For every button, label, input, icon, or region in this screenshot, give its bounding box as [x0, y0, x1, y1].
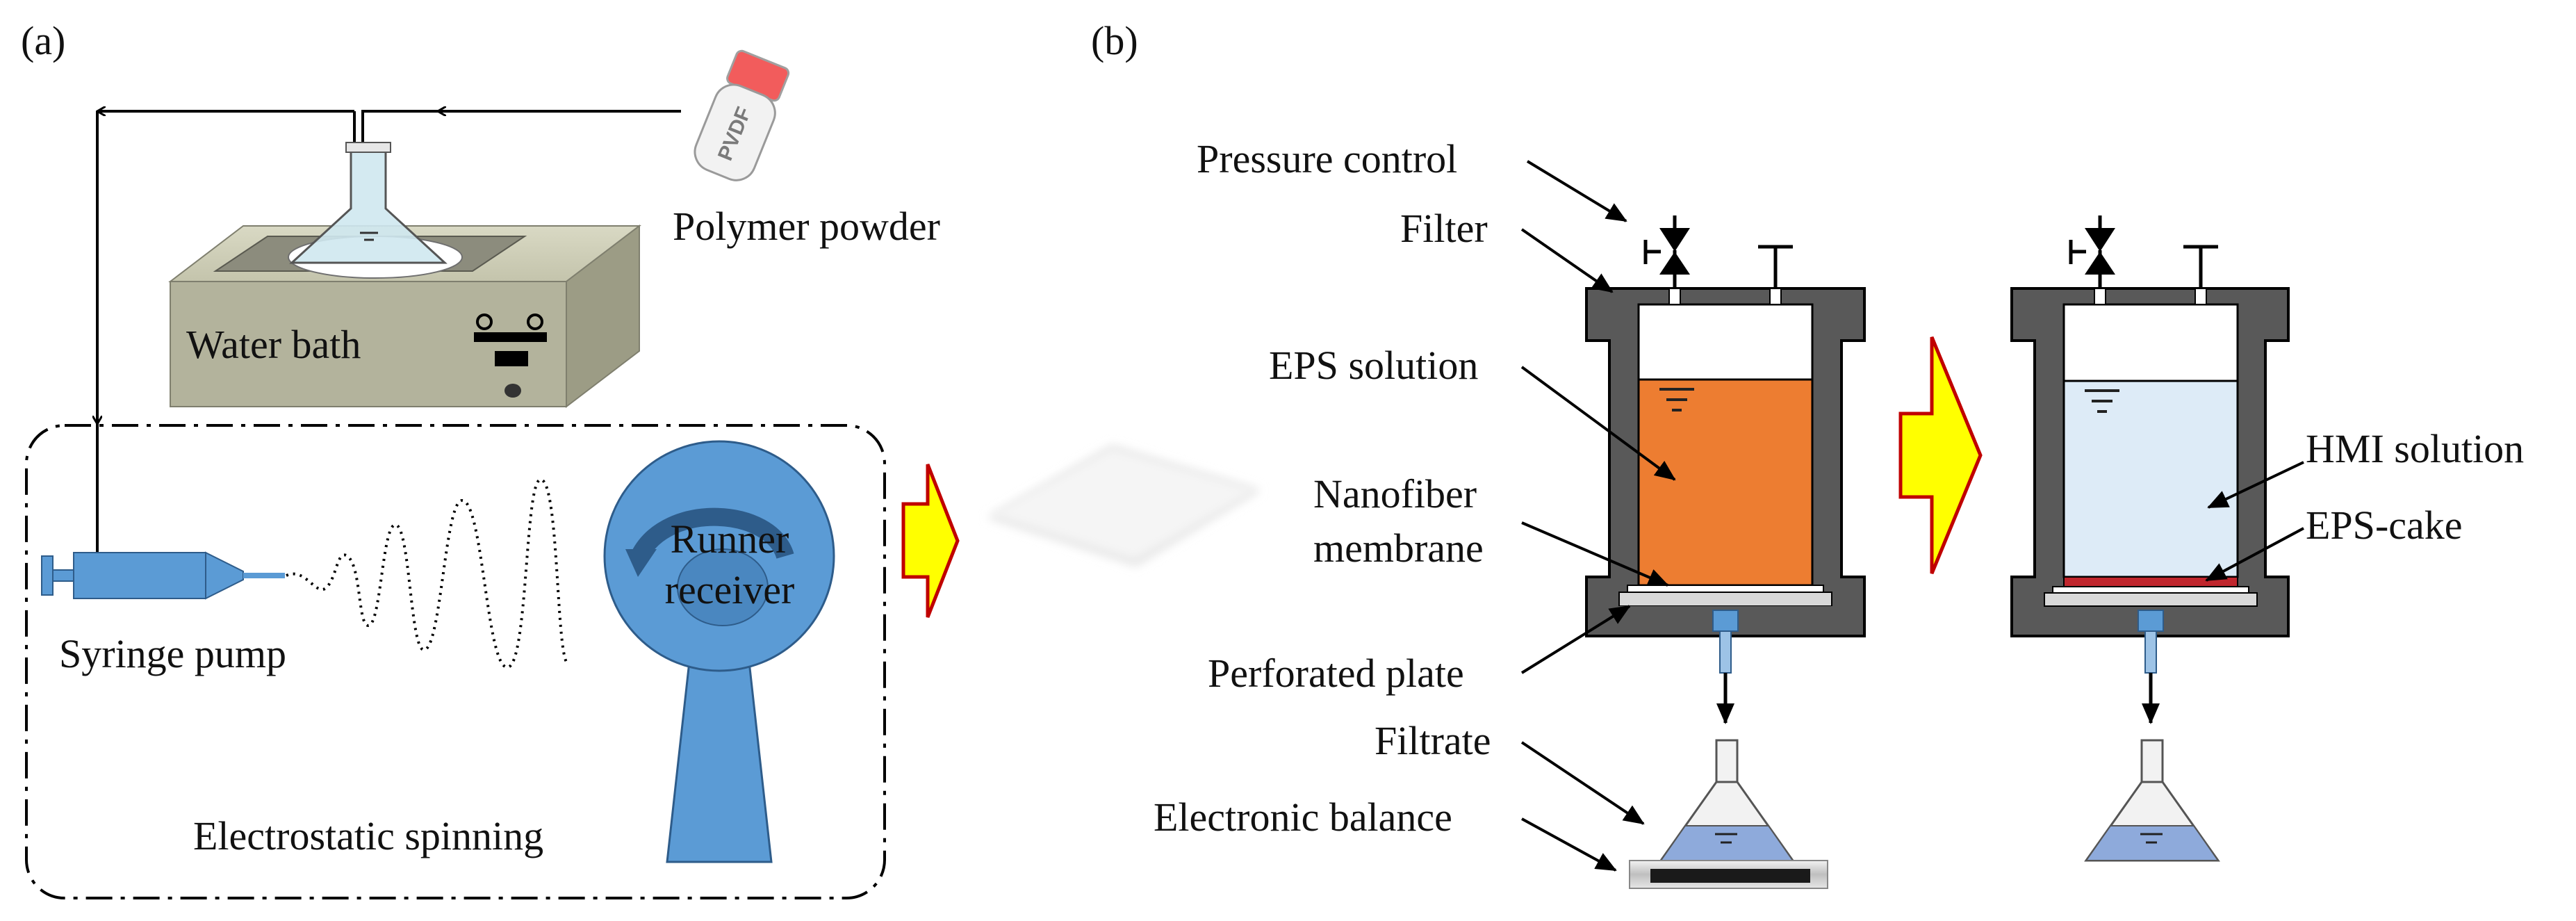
filter-label: Filter [1400, 206, 1488, 251]
filtrate-flask-1 [1659, 739, 1795, 862]
feed-lines [97, 111, 681, 553]
receiver-hub [677, 548, 769, 626]
water-bath-label: Water bath [186, 322, 361, 367]
perforated-plate-pointer [1520, 605, 1631, 674]
vessel2-outlet [2138, 610, 2164, 632]
balance-display [1650, 869, 1810, 883]
vessel1-inner-top [1637, 303, 1814, 381]
membrane-sheet-top [990, 448, 1256, 560]
bath-knob-right [527, 313, 543, 330]
vessel2-perforated-plate [2044, 592, 2258, 607]
water-bath-front [170, 281, 567, 407]
flask2-neck [2140, 739, 2164, 783]
vessel1-eps-solution [1637, 378, 1814, 587]
vessel1-valve-bottom [1659, 252, 1690, 275]
perforated-plate-label: Perforated plate [1208, 651, 1464, 696]
syringe-needle [243, 573, 285, 578]
vessel2-hmi-solution [2062, 380, 2239, 578]
bath-control-bar [474, 332, 547, 342]
vessel2-valve-bottom [2085, 252, 2115, 275]
vessel2-inner-top [2062, 303, 2239, 382]
pressure-control-label: Pressure control [1197, 136, 1457, 181]
vessel2-valve-top [2085, 228, 2115, 252]
vessel1-outlet [1712, 610, 1739, 632]
pvdf-vial: PVDF [694, 49, 790, 181]
jet-path [286, 478, 570, 669]
syringe-pump-label: Syringe pump [59, 631, 286, 676]
flask-body [289, 148, 448, 264]
eps-solution-pointer [1520, 366, 1676, 481]
vessel1-bottom-lip [1609, 606, 1841, 610]
bath-drain [504, 384, 521, 398]
eps-solution-label: EPS solution [1269, 343, 1478, 388]
panel-a-tag: (a) [21, 18, 65, 63]
syringe-plunger-rod [52, 569, 74, 582]
electronic-balance [1629, 860, 1828, 889]
vessel1-valve-top [1659, 228, 1690, 252]
filtrate-flask-2 [2084, 739, 2220, 862]
vessel2-outlet-tube [2144, 630, 2157, 674]
rotation-arrow [631, 507, 794, 561]
eps-cake-pointer [2205, 527, 2304, 582]
water-bath-side [566, 224, 640, 409]
syringe-tip [205, 551, 244, 600]
vial-body [694, 83, 776, 181]
filtration-vessel-hmi [2010, 215, 2290, 674]
block-arrow-1 [901, 464, 960, 618]
polymer-powder-label: Polymer powder [673, 204, 940, 249]
bath-display [495, 351, 528, 366]
vessel2-valve-port [2094, 288, 2106, 305]
syringe-plunger-end [41, 555, 54, 596]
bath-knob-left [476, 313, 493, 330]
vessel1-gauge-port [1769, 288, 1782, 305]
vessel2-gauge-port [2194, 288, 2207, 305]
filtration-vessel-eps [1585, 215, 1866, 674]
receiver-label-1: Runner [671, 516, 789, 562]
vessel1-perforated-plate [1618, 592, 1832, 607]
eps-cake-label: EPS-cake [2306, 503, 2463, 548]
pressure-control-pointer [1526, 160, 1627, 222]
vessel1-membrane [1627, 585, 1824, 593]
rotation-arrowhead [625, 549, 657, 577]
conical-flask [288, 142, 463, 279]
filter-pointer [1520, 228, 1614, 293]
balance-pointer [1521, 817, 1617, 872]
filtrate-pointer [1520, 741, 1645, 825]
syringe-pump [41, 551, 285, 600]
receiver-label-2: receiver [665, 567, 795, 612]
spinning-enclosure [25, 424, 886, 899]
membrane-label-2: membrane [1313, 525, 1484, 571]
hmi-solution-pointer [2207, 461, 2304, 509]
runner-receiver: Runner receiver [603, 440, 835, 863]
block-arrow-2 [1898, 336, 1983, 574]
spinning-label: Electrostatic spinning [193, 813, 543, 858]
syringe-barrel [73, 552, 206, 599]
flask-neck [345, 142, 391, 153]
flask1-neck [1715, 739, 1739, 783]
filtrate-label: Filtrate [1375, 718, 1491, 763]
vessel1-valve-port [1668, 288, 1681, 305]
membrane-pointer [1521, 521, 1669, 587]
hmi-solution-label: HMI solution [2306, 426, 2524, 471]
vessel1-outlet-tube [1719, 630, 1732, 674]
balance-label: Electronic balance [1154, 794, 1452, 840]
vessel2-membrane [2052, 586, 2249, 594]
panel-b-tag: (b) [1091, 18, 1138, 63]
membrane-label-1: Nanofiber [1313, 471, 1477, 516]
